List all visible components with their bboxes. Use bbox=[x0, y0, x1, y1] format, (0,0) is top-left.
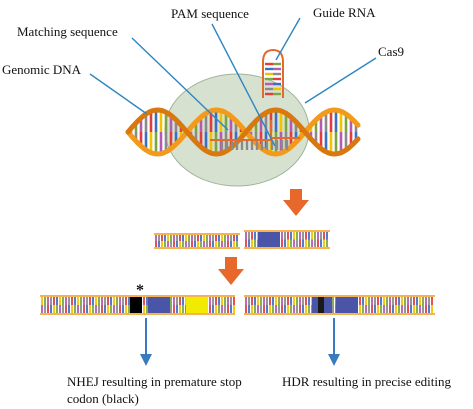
hdr-dna-strand bbox=[244, 295, 435, 315]
pam-sequence-label: PAM sequence bbox=[171, 6, 249, 21]
hdr-label: HDR resulting in precise editing bbox=[282, 374, 451, 389]
cut-dna-left-fragment bbox=[154, 233, 240, 249]
nhej-dna-strand bbox=[40, 295, 235, 315]
guide-rna-label: Guide RNA bbox=[313, 5, 376, 20]
matching-sequence-label: Matching sequence bbox=[17, 24, 118, 39]
pointer-lines bbox=[89, 17, 377, 147]
cas9-pointer bbox=[304, 57, 377, 104]
genomic-dna-pointer bbox=[89, 73, 148, 115]
step-arrow-1 bbox=[283, 189, 309, 216]
cas9-label: Cas9 bbox=[378, 44, 404, 59]
cut-dna-right-fragment bbox=[244, 230, 330, 249]
nhej-label-line2: codon (black) bbox=[67, 391, 139, 406]
genomic-dna-label: Genomic DNA bbox=[2, 62, 82, 77]
pam-pointer bbox=[211, 23, 276, 147]
nhej-label-line1: NHEJ resulting in premature stop bbox=[67, 374, 242, 389]
genomic-dna-helix bbox=[125, 107, 361, 157]
stop-codon-marker: * bbox=[136, 282, 144, 299]
guide-rna-pointer bbox=[275, 17, 301, 61]
step-arrow-2 bbox=[218, 257, 244, 285]
matching-seq-pointer bbox=[131, 37, 229, 131]
